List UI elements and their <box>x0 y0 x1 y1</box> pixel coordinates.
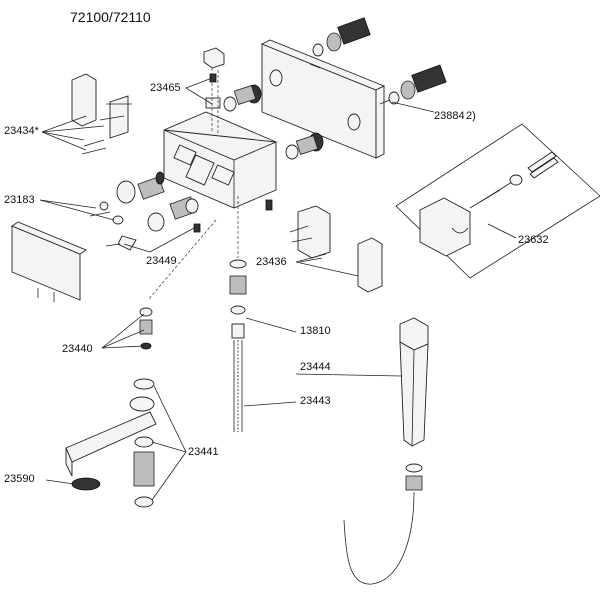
wall-plate <box>260 39 386 159</box>
front-cover-plate <box>11 221 87 302</box>
label-23441: 23441 <box>188 446 219 458</box>
label-23183: 23183 <box>4 194 35 206</box>
diagram-title: 72100/72110 <box>70 9 151 25</box>
diverter-23449 <box>105 196 201 251</box>
label-23465: 23465 <box>150 82 181 94</box>
handle-cover-23436 <box>289 205 383 293</box>
label-23632: 23632 <box>518 234 549 246</box>
cartridge-top <box>309 17 371 69</box>
hose-connector-13810 <box>229 196 247 339</box>
label-23434: 23434* <box>4 125 40 137</box>
label-23884-suffix: 2) <box>466 110 476 122</box>
label-23440: 23440 <box>62 343 93 355</box>
spout-assembly <box>65 219 217 508</box>
handle-cover-23434 <box>71 73 132 155</box>
label-13810: 13810 <box>300 325 331 337</box>
label-23443: 23443 <box>300 395 331 407</box>
hose-23443 <box>233 340 243 432</box>
label-23444: 23444 <box>300 361 331 373</box>
cap-23465 <box>203 47 225 134</box>
label-23436: 23436 <box>256 256 287 268</box>
cartridge-23183 <box>89 171 165 225</box>
aerator-23590 <box>71 477 101 491</box>
leader-lines <box>39 77 517 501</box>
shower-hose <box>343 491 415 585</box>
hand-shower-23444 <box>399 317 429 491</box>
label-23449: 23449 <box>146 255 177 267</box>
label-23590: 23590 <box>4 473 35 485</box>
main-body <box>163 111 278 211</box>
cartridge-right <box>379 64 447 105</box>
wall-bracket-box <box>395 123 600 279</box>
diverter-cartridges <box>223 84 324 160</box>
label-23884: 23884 <box>434 110 465 122</box>
